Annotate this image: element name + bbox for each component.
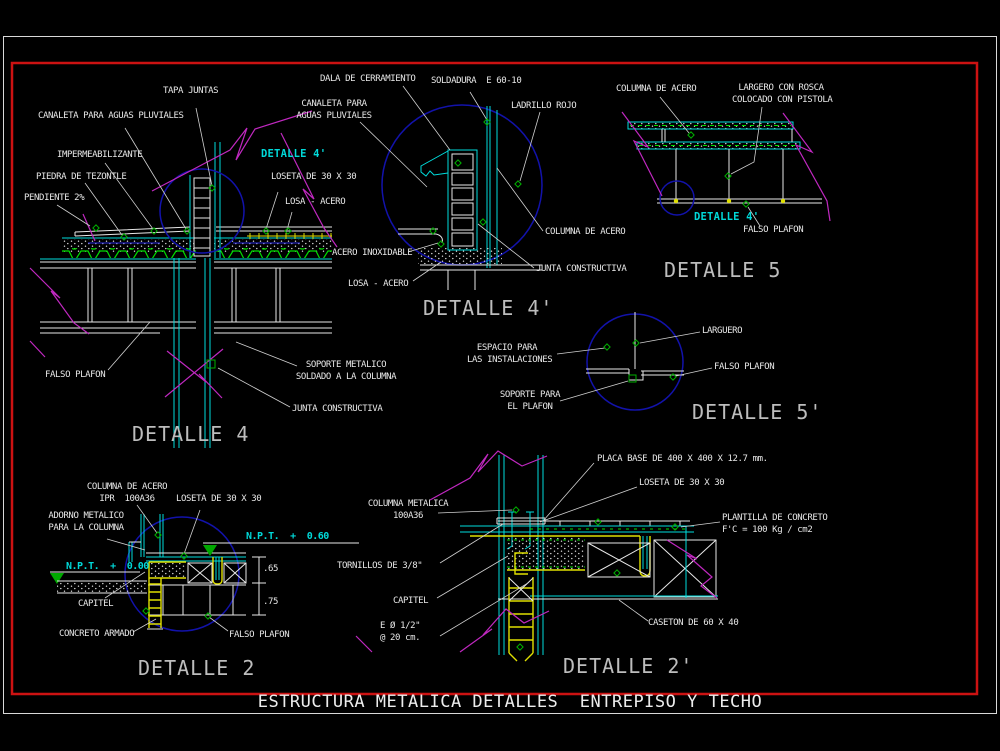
dim-75: .75 (263, 597, 279, 607)
label-falso-plafon-5p: FALSO PLAFON (714, 362, 775, 372)
detalle-4p-title: DETALLE 4' (423, 296, 554, 320)
sheet-frame (3, 36, 997, 714)
label-tornillos: TORNILLOS DE 3/8" (337, 561, 423, 571)
label-adorno-metalico: ADORNO METALICO PARA LA COLUMNA (48, 511, 124, 533)
detalle-4-drawing (29, 107, 338, 448)
label-ladrillo-rojo: LADRILLO ROJO (511, 101, 577, 111)
label-loseta-30x30: LOSETA DE 30 X 30 (271, 172, 357, 182)
label-placa-base: PLACA BASE DE 400 X 400 X 12.7 mm. (597, 454, 768, 464)
label-plantilla-concreto: PLANTILLA DE CONCRETO F'C = 100 Kg / cm2 (722, 513, 828, 535)
detalle-4-title: DETALLE 4 (132, 422, 250, 446)
label-canaleta-pluviales: CANALETA PARA AGUAS PLUVIALES (38, 111, 184, 121)
label-pendiente: PENDIENTE 2% (24, 193, 85, 203)
label-loseta-3: LOSETA DE 30 X 30 (639, 478, 725, 488)
detalle-5p-title: DETALLE 5' (692, 400, 823, 424)
label-junta-2: JUNTA CONSTRUCTIVA (536, 264, 627, 274)
label-loseta-2: LOSETA DE 30 X 30 (176, 494, 262, 504)
label-junta-constructiva: JUNTA CONSTRUCTIVA (292, 404, 383, 414)
detalle-4p-drawing (359, 85, 544, 290)
label-canaleta-2: CANALETA PARA AGUAS PLUVIALES (296, 99, 372, 121)
detalle-2p-title: DETALLE 2' (563, 654, 694, 678)
detalle-5-title: DETALLE 5 (664, 258, 782, 282)
label-dala-cerramiento: DALA DE CERRAMIENTO (320, 74, 416, 84)
label-caseton: CASETON DE 60 X 40 (648, 618, 739, 628)
label-capitel: CAPITEL (78, 599, 114, 609)
label-piedra-tezontle: PIEDRA DE TEZONTLE (36, 172, 127, 182)
detalle-2-drawing (50, 504, 359, 633)
label-losa-acero: LOSA - ACERO (285, 197, 346, 207)
label-impermeabilizante: IMPERMEABILIZANTE (57, 150, 143, 160)
label-largero-rosca: LARGERO CON ROSCA COLOCADO CON PISTOLA (732, 83, 833, 105)
label-acero-inoxidable: ACERO INOXIDABLE (332, 248, 413, 258)
detalle-2p-drawing (355, 450, 721, 662)
label-npt-060: N.P.T. + 0.60 (246, 531, 329, 542)
label-espacio-instalaciones: ESPACIO PARA LAS INSTALACIONES (467, 343, 553, 365)
label-soldadura: SOLDADURA E 60-10 (431, 76, 522, 86)
label-columna-ipr: COLUMNA DE ACERO IPR 100A36 (86, 482, 168, 504)
label-falso-plafon-5: FALSO PLAFON (743, 225, 804, 235)
label-larguero: LARGUERO (702, 326, 743, 336)
detalle-5-drawing (621, 96, 831, 227)
detalle-2-title: DETALLE 2 (138, 656, 256, 680)
label-npt-000: N.P.T. + 0.00 (66, 561, 149, 572)
label-estribos: E Ø 1/2" @ 20 cm. (380, 621, 421, 643)
ref-detalle-4p-2: DETALLE 4' (694, 211, 760, 223)
dim-65: .65 (263, 564, 279, 574)
label-tapa-juntas: TAPA JUNTAS (163, 86, 219, 96)
label-losa-acero-2: LOSA - ACERO (348, 279, 409, 289)
label-concreto-armado: CONCRETO ARMADO (59, 629, 135, 639)
sheet-title: ESTRUCTURA METALICA DETALLES ENTREPISO Y… (257, 692, 763, 712)
label-falso-plafon-2: FALSO PLAFON (229, 630, 290, 640)
label-soporte-plafon: SOPORTE PARA EL PLAFON (499, 390, 561, 412)
label-capitel-2: CAPITEL (393, 596, 429, 606)
ref-detalle-4p: DETALLE 4' (261, 148, 327, 160)
label-soporte-metalico: SOPORTE METALICO SOLDADO A LA COLUMNA (295, 360, 397, 382)
label-columna-acero-5: COLUMNA DE ACERO (616, 84, 697, 94)
label-columna-metalica: COLUMNA METALICA 100A36 (367, 499, 449, 521)
label-falso-plafon: FALSO PLAFON (45, 370, 106, 380)
label-columna-acero: COLUMNA DE ACERO (545, 227, 626, 237)
detalle-5p-drawing (556, 312, 713, 411)
